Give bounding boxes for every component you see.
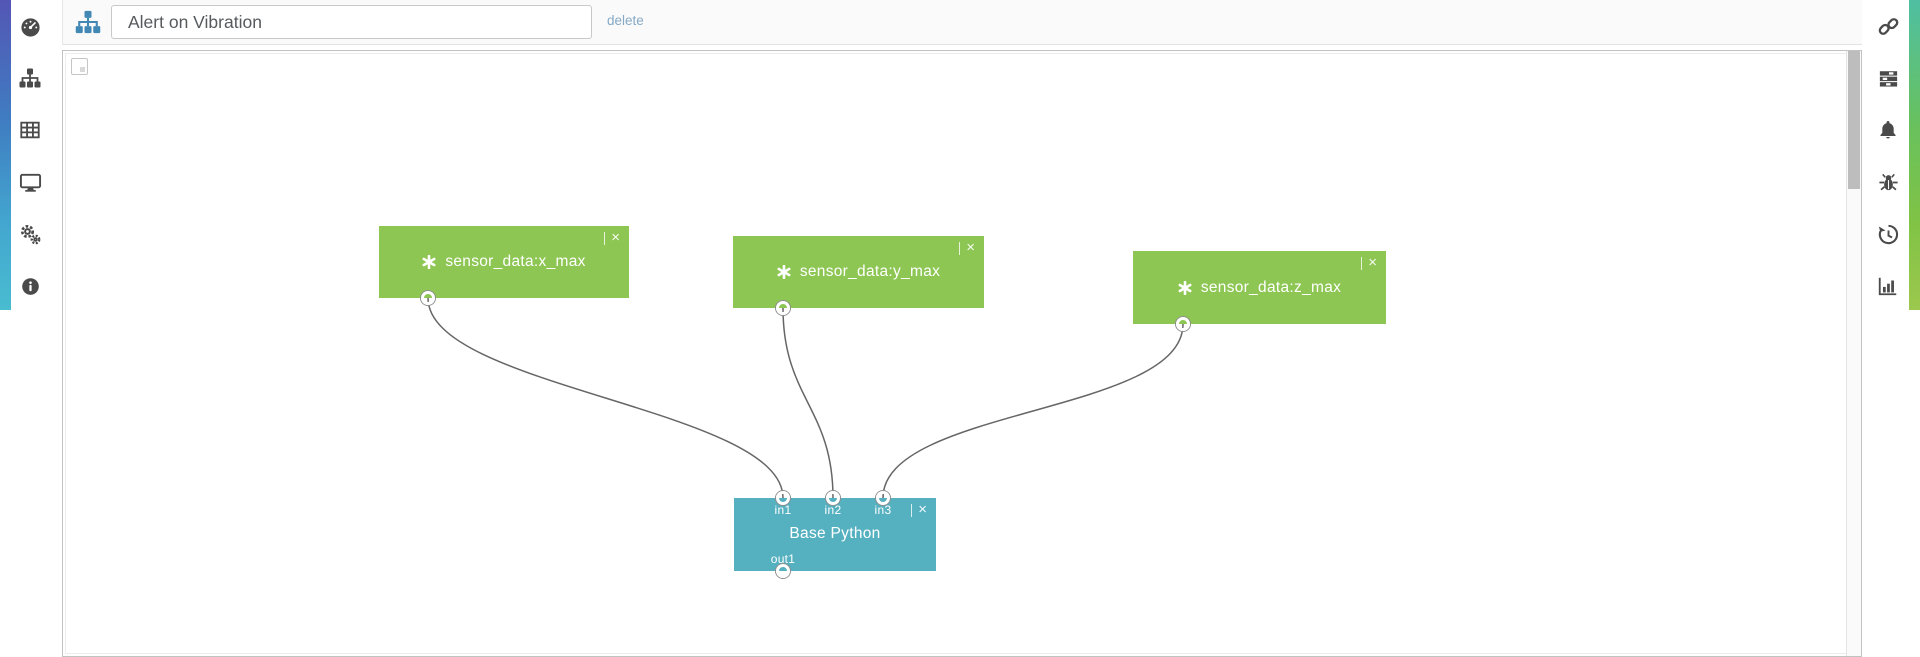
close-icon: × [966, 239, 975, 256]
port-out-1[interactable] [421, 291, 435, 305]
flow-canvas[interactable]: sensor_data:x_max×sensor_data:y_max×sens… [62, 50, 1862, 657]
node-sensor_y[interactable]: sensor_data:y_max× [733, 236, 984, 315]
sliders-icon [1877, 67, 1900, 90]
asterisk-icon [422, 255, 436, 269]
delete-flow-link[interactable]: delete [607, 13, 644, 28]
port-out-1[interactable] [776, 301, 790, 315]
sidebar-item-dashboard[interactable] [8, 0, 52, 52]
bar-chart-icon [1877, 275, 1899, 297]
link-icon [1877, 15, 1900, 38]
history-icon [1877, 223, 1900, 246]
node-sensor_x[interactable]: sensor_data:x_max× [379, 226, 629, 305]
port-label: out1 [770, 552, 796, 566]
asterisk-icon [777, 265, 791, 279]
port-in-2[interactable] [826, 491, 840, 505]
left-sidebar [8, 0, 52, 312]
node-title: sensor_data:y_max [733, 236, 984, 308]
sidebar-item-flows[interactable] [8, 52, 52, 104]
wire [782, 307, 834, 499]
right-sidebar-item-tasks[interactable] [1866, 52, 1910, 104]
node-close-button[interactable]: × [910, 501, 927, 518]
sidebar-item-devices[interactable] [8, 156, 52, 208]
bell-icon [1877, 119, 1899, 141]
bug-icon [1877, 171, 1900, 194]
scrollbar-thumb[interactable] [1848, 51, 1860, 189]
node-title: sensor_data:x_max [379, 226, 629, 298]
node-title: Base Python [789, 525, 881, 542]
port-label: in3 [874, 503, 892, 517]
dashboard-icon [19, 15, 42, 38]
port-in-3[interactable] [876, 491, 890, 505]
close-icon: × [1368, 254, 1377, 271]
connection-wires [427, 297, 1184, 499]
wire [882, 323, 1184, 499]
node-sensor_z[interactable]: sensor_data:z_max× [1133, 251, 1386, 331]
top-bar: delete [62, 0, 1862, 45]
right-sidebar-item-connections[interactable] [1866, 0, 1910, 52]
close-icon: × [918, 501, 927, 518]
close-icon: × [611, 229, 620, 246]
wire [427, 297, 784, 499]
left-accent-strip [0, 0, 11, 310]
port-label: in1 [774, 503, 792, 517]
right-sidebar [1866, 0, 1910, 312]
canvas-scrollbar[interactable] [1846, 51, 1861, 656]
port-out-1[interactable] [1176, 317, 1190, 331]
sidebar-item-info[interactable] [8, 260, 52, 312]
sidebar-item-data-table[interactable] [8, 104, 52, 156]
sidebar-item-settings[interactable] [8, 208, 52, 260]
info-icon [20, 276, 41, 297]
flow-name-input[interactable] [111, 5, 592, 39]
node-base_python[interactable]: Base Python × in1 in2 in3 out1 [734, 491, 936, 578]
node-title: sensor_data:z_max [1133, 251, 1386, 324]
monitor-icon [19, 171, 42, 194]
right-sidebar-item-history[interactable] [1866, 208, 1910, 260]
sitemap-icon [74, 8, 102, 36]
select-all-checkbox[interactable] [71, 58, 88, 75]
right-sidebar-item-debug[interactable] [1866, 156, 1910, 208]
asterisk-icon [1178, 280, 1192, 295]
right-sidebar-item-notifications[interactable] [1866, 104, 1910, 156]
table-icon [19, 119, 41, 141]
port-label: in2 [824, 503, 842, 517]
node-close-button[interactable]: × [958, 239, 975, 256]
right-sidebar-item-analytics[interactable] [1866, 260, 1910, 312]
gears-icon [18, 222, 42, 246]
port-in-1[interactable] [776, 491, 790, 505]
port-out-1[interactable] [776, 564, 790, 578]
node-close-button[interactable]: × [1360, 254, 1377, 271]
node-close-button[interactable]: × [603, 229, 620, 246]
right-accent-strip [1909, 0, 1920, 310]
sitemap-icon [18, 66, 42, 90]
